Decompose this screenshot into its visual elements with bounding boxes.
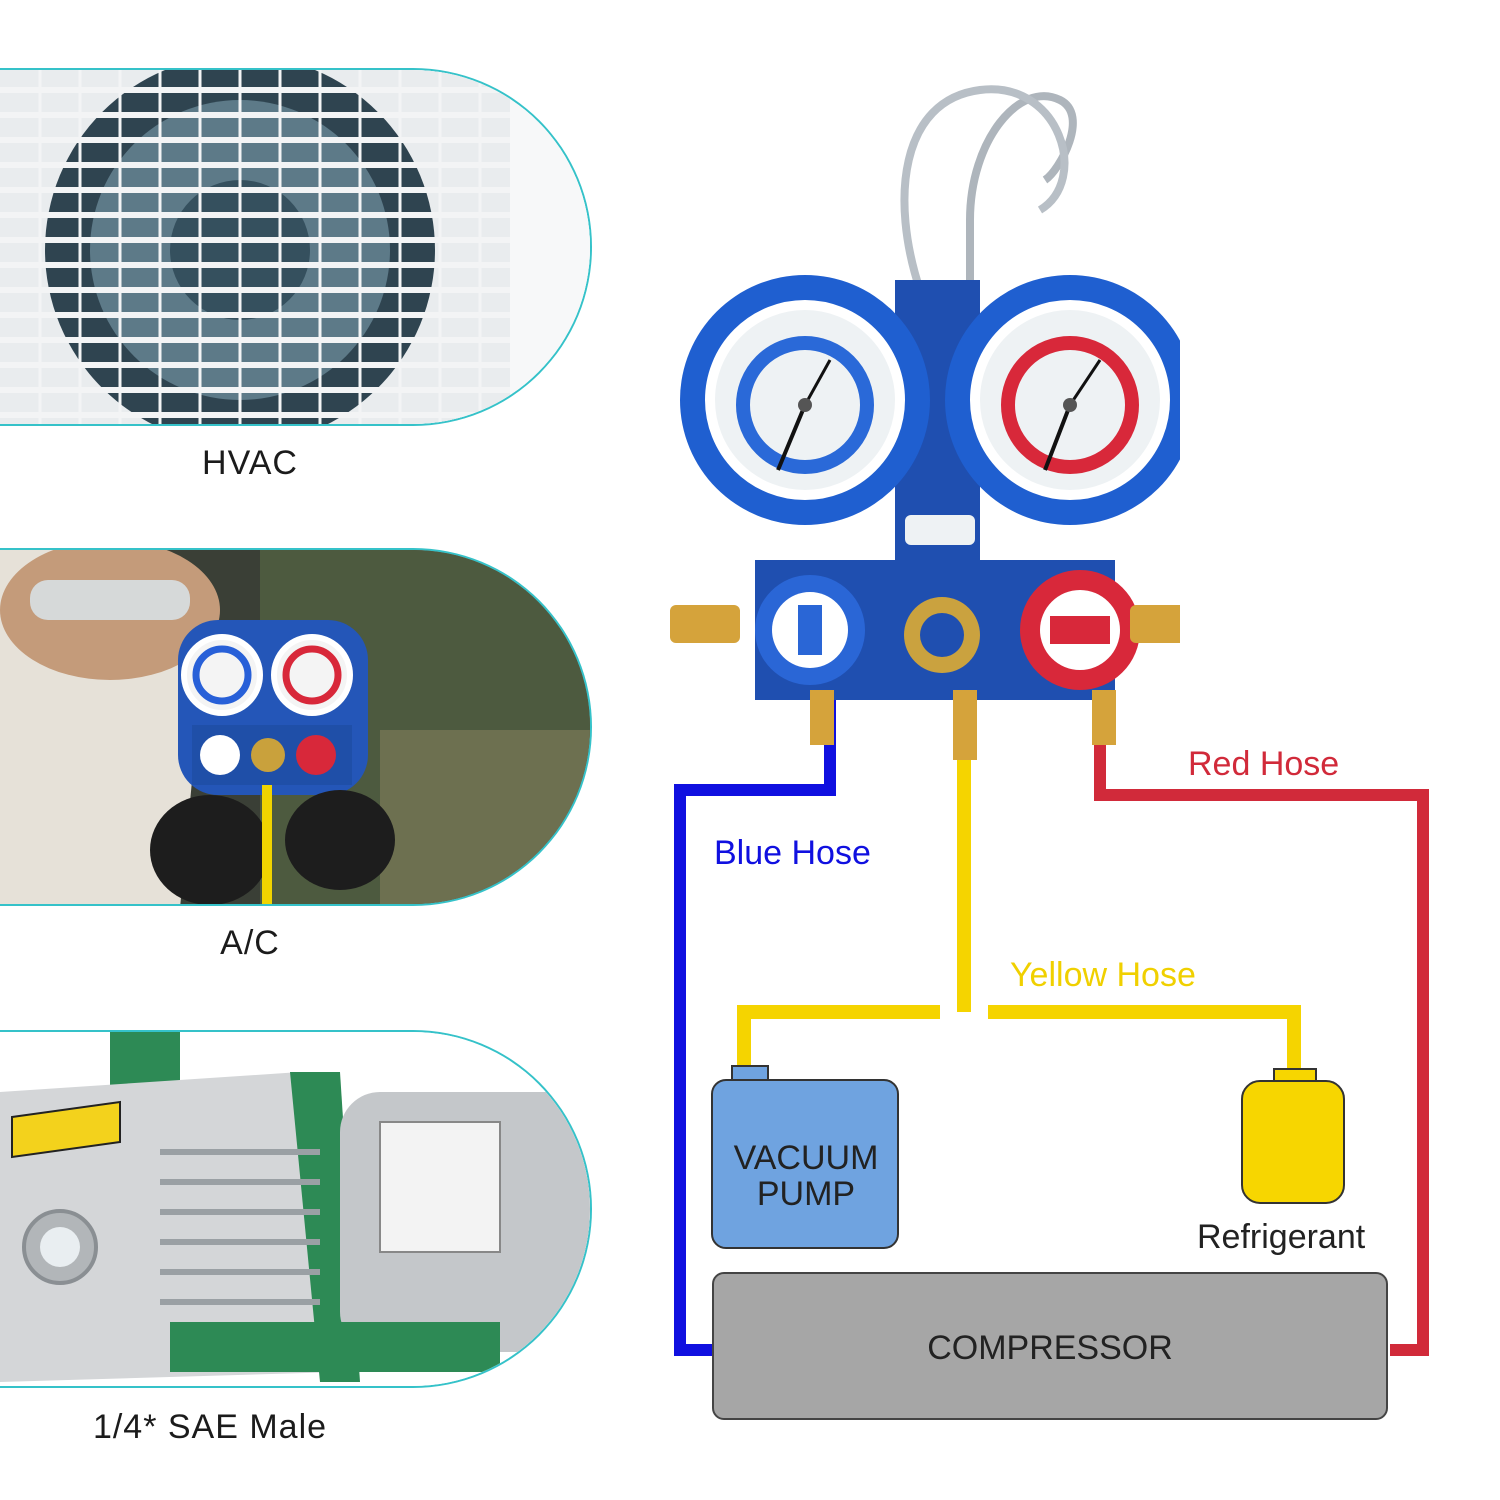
vacuum-pump-label: VACUUM PUMP xyxy=(733,1139,879,1213)
red-hose-label: Red Hose xyxy=(1188,745,1340,783)
compressor-label: COMPRESSOR xyxy=(927,1329,1173,1367)
vacuum-pump-box xyxy=(711,1065,899,1249)
manifold-gauge-photo xyxy=(0,550,590,904)
hvac-panel xyxy=(0,68,592,426)
pump-panel xyxy=(0,1030,592,1388)
hose-lines xyxy=(674,700,1429,1356)
hvac-unit-photo xyxy=(0,70,590,424)
vacuum-pump-photo xyxy=(0,1032,590,1386)
blue-hose-label: Blue Hose xyxy=(714,834,871,872)
caption-hvac: HVAC xyxy=(202,444,298,482)
refrigerant-label: Refrigerant xyxy=(1197,1218,1366,1256)
yellow-hose-label: Yellow Hose xyxy=(1010,956,1196,994)
ac-panel xyxy=(0,548,592,906)
caption-ac: A/C xyxy=(220,924,280,962)
compressor-box xyxy=(712,1272,1388,1420)
manifold-gauge-icon xyxy=(670,85,1180,760)
hose-diagram: VACUUM PUMP Refrigerant COMPRESSOR Red H… xyxy=(600,60,1480,1440)
refrigerant-bottle xyxy=(1241,1068,1345,1204)
caption-pump: 1/4* SAE Male xyxy=(92,1408,328,1446)
